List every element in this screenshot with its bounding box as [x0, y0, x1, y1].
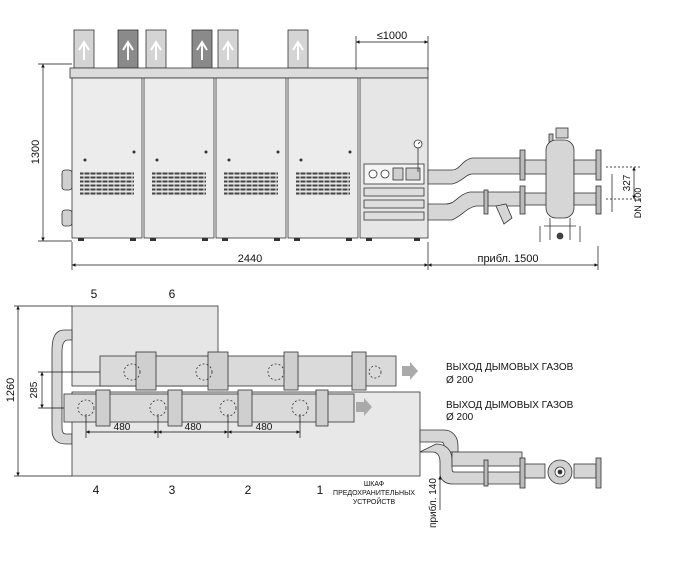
- flue-chimney: [145, 29, 167, 69]
- front-piping: [427, 149, 551, 225]
- flue-spacing-label: 480: [114, 422, 131, 433]
- boiler-number-5: 5: [91, 287, 98, 301]
- cabinet-label: ПРЕДОХРАНИТЕЛЬНЫХ: [333, 490, 415, 497]
- flue-outlet-label-lower: ВЫХОД ДЫМОВЫХ ГАЗОВ: [446, 400, 574, 411]
- boiler-number-3: 3: [169, 483, 176, 497]
- dimension-flue-offset: [38, 371, 100, 409]
- boiler-number-1: 1: [317, 483, 324, 497]
- flue-chimney: [73, 29, 95, 69]
- dimension-height: [38, 63, 72, 242]
- dimension-width-label: 2440: [238, 253, 262, 265]
- dimension-flue-offset-label: 285: [29, 381, 40, 398]
- flue-spacing-label: 480: [256, 422, 273, 433]
- flue-chimneys: [73, 29, 309, 69]
- flue-spacing-dimension: [85, 414, 301, 438]
- dimension-cabinet: [355, 36, 429, 70]
- side-pipe-loop: [51, 329, 73, 445]
- boiler-modules: [71, 77, 420, 241]
- lower-flue-duct: [63, 389, 355, 427]
- boiler-module: [287, 77, 359, 239]
- flue-chimney: [117, 29, 139, 69]
- flue-chimney: [191, 29, 213, 69]
- left-pipe-stubs: [61, 169, 73, 227]
- flue-spacing-label: 480: [185, 422, 202, 433]
- flue-chimney: [217, 29, 239, 69]
- dimension-cabinet-label: ≤1000: [377, 30, 408, 42]
- boiler-module: [215, 77, 287, 239]
- upper-flue-arrow-icon: [402, 362, 418, 380]
- cabinet-label: УСТРОЙСТВ: [353, 497, 396, 506]
- dimension-spacing: [606, 166, 640, 212]
- dimension-depth-label: 1260: [5, 378, 17, 402]
- lower-flue-arrow-icon: [356, 398, 372, 416]
- boiler-number-4: 4: [93, 483, 100, 497]
- flue-size-label-upper: Ø 200: [446, 375, 474, 386]
- top-piping: [419, 429, 602, 489]
- top-cover: [69, 67, 429, 79]
- flue-outlet-label-upper: ВЫХОД ДЫМОВЫХ ГАЗОВ: [446, 362, 574, 373]
- dimension-pipe-offset-label: прибл. 140: [427, 478, 439, 528]
- boiler-number-2: 2: [245, 483, 252, 497]
- upper-flue-duct: [99, 351, 397, 391]
- hydraulic-separator: [539, 127, 602, 242]
- dimension-pipes: [428, 246, 599, 270]
- dimension-spacing-label: 327: [622, 174, 633, 191]
- dimension-height-label: 1300: [30, 140, 42, 164]
- boiler-number-6: 6: [169, 287, 176, 301]
- cabinet-label: ШКАФ: [364, 481, 384, 488]
- boiler-module: [143, 77, 215, 239]
- dimension-depth: [14, 305, 72, 477]
- pressure-gauge-icon: [413, 139, 423, 172]
- boiler-module: [71, 77, 143, 239]
- top-view: 5 6 4 3 2 1: [5, 287, 602, 528]
- front-view: 1300 2440 прибл. 1500 ≤1000 3: [30, 29, 643, 270]
- dimension-pipes-label: прибл. 1500: [477, 253, 538, 265]
- control-cabinet: [359, 77, 429, 239]
- dimension-nominal-label: DN 100: [633, 188, 643, 219]
- flue-chimney: [287, 29, 309, 69]
- flue-size-label-lower: Ø 200: [446, 412, 474, 423]
